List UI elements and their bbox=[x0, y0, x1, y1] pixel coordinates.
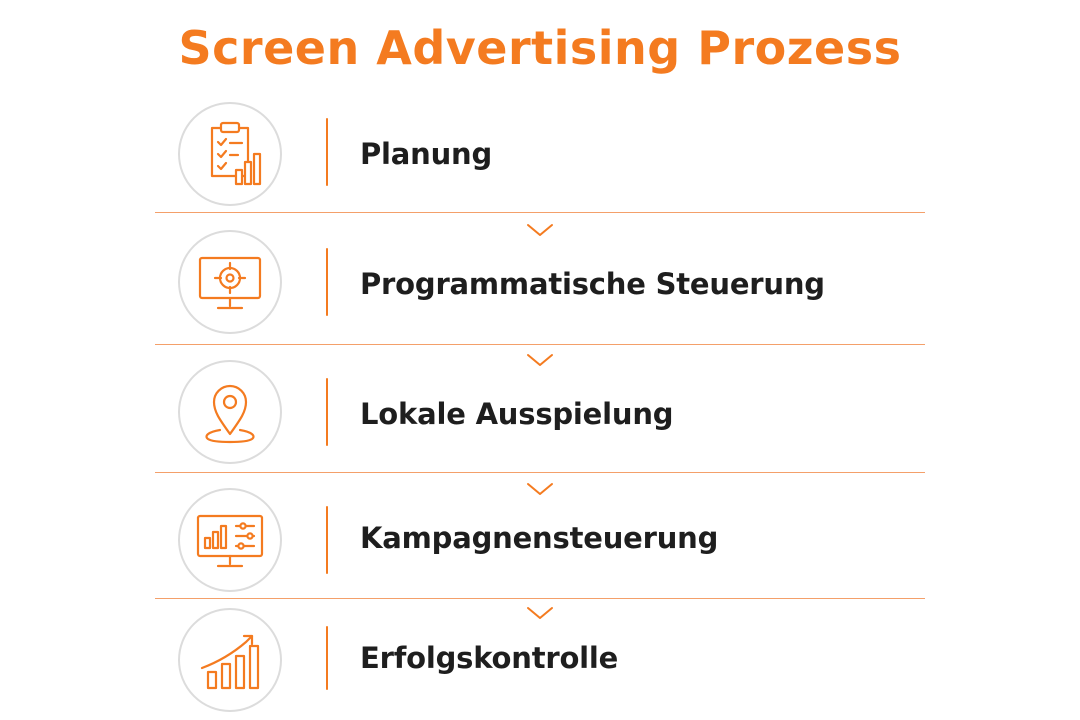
chevron-down-icon bbox=[525, 481, 555, 497]
step-label: Lokale Ausspielung bbox=[360, 397, 674, 431]
step-separator bbox=[326, 248, 328, 316]
process-step-lokale-ausspielung: Lokale Ausspielung bbox=[155, 356, 925, 470]
step-divider bbox=[155, 344, 925, 345]
process-step-kampagnensteuerung: Kampagnensteuerung bbox=[155, 484, 925, 598]
process-step-programmatische-steuerung: Programmatische Steuerung bbox=[155, 226, 925, 342]
process-step-erfolgskontrolle: Erfolgskontrolle bbox=[155, 604, 925, 718]
step-divider bbox=[155, 472, 925, 473]
step-label: Erfolgskontrolle bbox=[360, 641, 619, 675]
growth-chart-arrow-icon bbox=[178, 608, 282, 712]
page-title: Screen Advertising Prozess bbox=[178, 21, 902, 75]
step-separator bbox=[326, 378, 328, 446]
step-label: Kampagnensteuerung bbox=[360, 521, 719, 555]
chevron-down-icon bbox=[525, 352, 555, 368]
monitor-target-icon bbox=[178, 230, 282, 334]
clipboard-checklist-chart-icon bbox=[178, 102, 282, 206]
step-label: Planung bbox=[360, 137, 493, 171]
chevron-down-icon bbox=[525, 222, 555, 238]
location-pin-icon bbox=[178, 360, 282, 464]
chevron-down-icon bbox=[525, 605, 555, 621]
process-step-planung: Planung bbox=[155, 98, 925, 210]
step-label: Programmatische Steuerung bbox=[360, 267, 825, 301]
step-divider bbox=[155, 598, 925, 599]
step-separator bbox=[326, 506, 328, 574]
step-divider bbox=[155, 212, 925, 213]
step-separator bbox=[326, 626, 328, 690]
step-separator bbox=[326, 118, 328, 186]
monitor-chart-sliders-icon bbox=[178, 488, 282, 592]
